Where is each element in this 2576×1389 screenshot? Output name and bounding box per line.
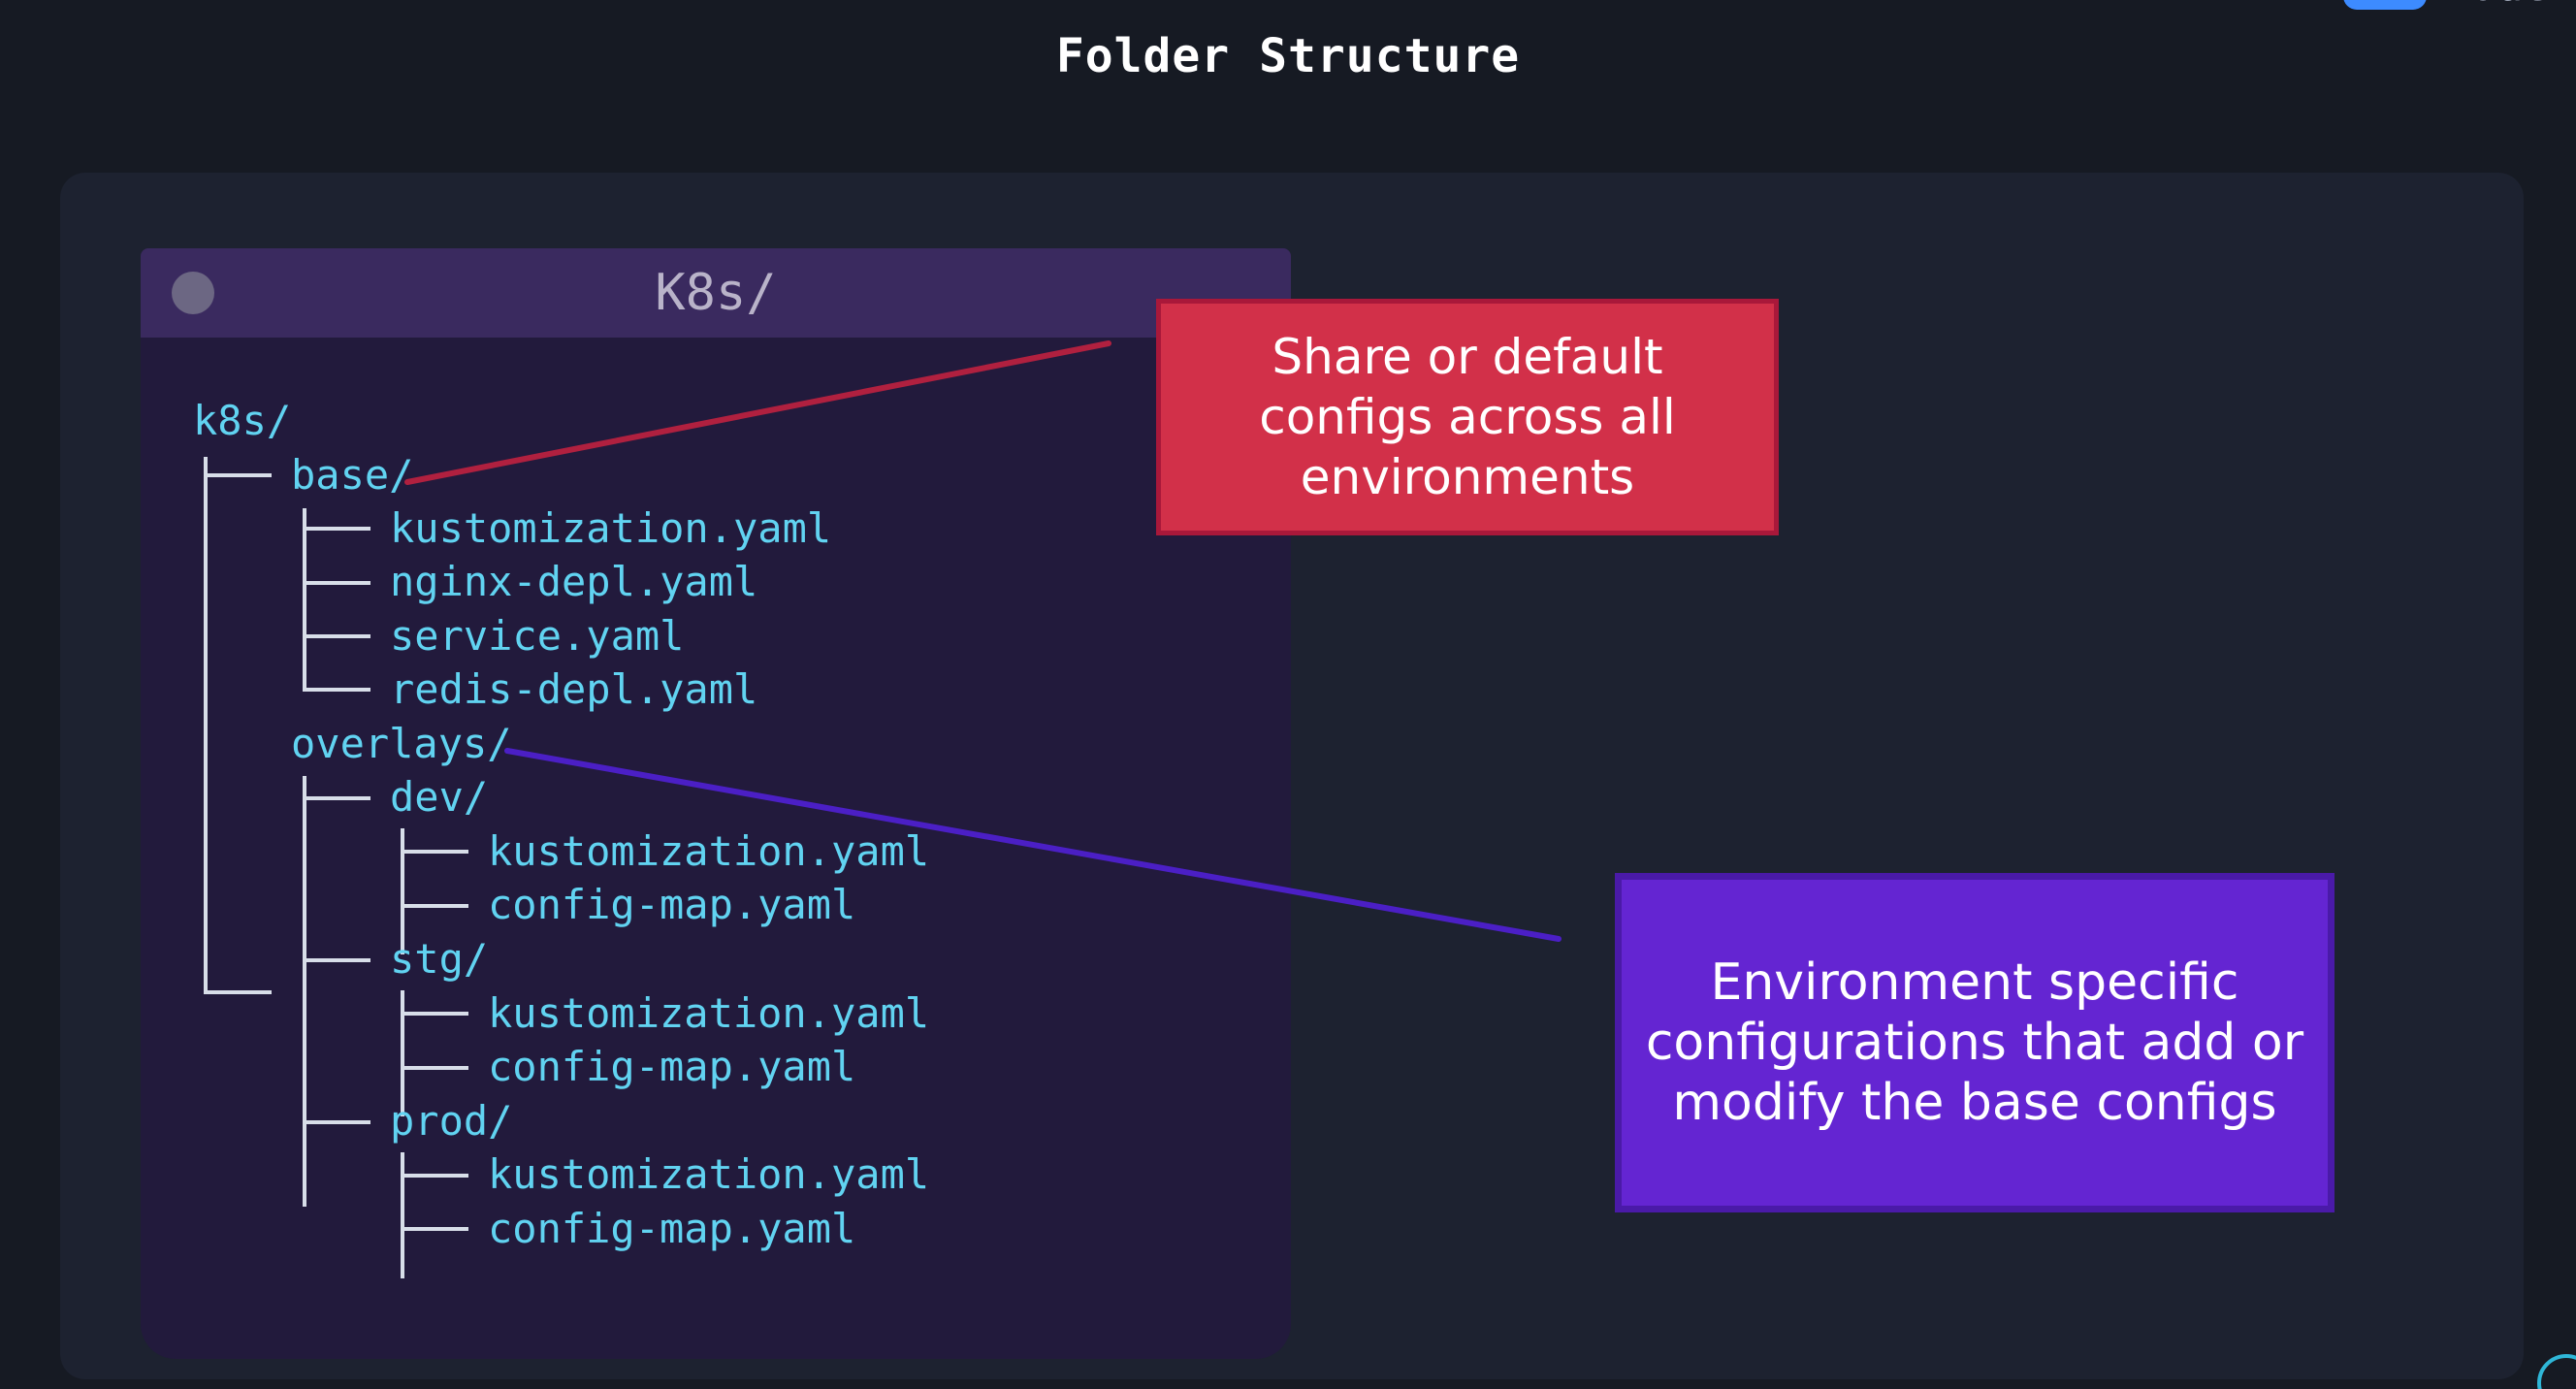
tree-connector-dev [303, 796, 370, 800]
tree-node-stg-config-map: config-map.yaml [488, 1043, 856, 1090]
brand-name: KodeKlo [2444, 0, 2576, 10]
tree-connector-dev-kustomization [401, 850, 468, 854]
tree-branch-line-base [303, 508, 306, 688]
tree-connector-base [204, 473, 272, 477]
base-callout: Share or default configs across all envi… [1156, 299, 1779, 535]
tree-node-prod-kustomization: kustomization.yaml [488, 1150, 930, 1198]
tree-node-dev-kustomization: kustomization.yaml [488, 827, 930, 875]
tree-branch-line-stg [401, 990, 404, 1116]
terminal-title: K8s/ [655, 264, 777, 322]
tree-connector-redis [303, 688, 370, 692]
tree-connector-base-kustomization [303, 527, 370, 531]
tree-connector-overlays [204, 990, 272, 994]
terminal-title-bar: K8s/ [141, 248, 1291, 338]
tree-connector-prod [303, 1120, 370, 1124]
tree-node-k8s: k8s/ [193, 397, 292, 444]
tree-node-dev-config-map: config-map.yaml [488, 881, 856, 928]
brand-logo-icon [2343, 0, 2427, 10]
tree-connector-stg [303, 958, 370, 962]
tree-node-service: service.yaml [390, 612, 685, 660]
page-title: Folder Structure [1055, 29, 1521, 83]
tree-connector-stg-config [401, 1066, 468, 1070]
tree-connector-prod-config [401, 1227, 468, 1231]
tree-node-base-kustomization: kustomization.yaml [390, 504, 832, 552]
tree-node-redis-depl: redis-depl.yaml [390, 665, 758, 713]
tree-connector-prod-kustomization [401, 1174, 468, 1178]
overlays-callout: Environment specific configurations that… [1615, 873, 2334, 1212]
tree-node-prod-config-map: config-map.yaml [488, 1205, 856, 1252]
tree-connector-dev-config [401, 904, 468, 908]
tree-branch-line-prod [401, 1152, 404, 1278]
tree-branch-line-dev [401, 828, 404, 954]
tree-node-prod: prod/ [390, 1097, 513, 1145]
tree-branch-line-overlays [303, 776, 306, 1207]
tree-branch-line-root [204, 457, 208, 994]
tree-node-stg-kustomization: kustomization.yaml [488, 989, 930, 1037]
tree-connector-service [303, 634, 370, 638]
tree-node-overlays: overlays/ [291, 720, 512, 767]
circle-icon [172, 272, 214, 314]
terminal-window: K8s/ k8s/ base/ kustomization.yaml nginx… [141, 248, 1291, 1359]
ring-icon [2537, 1354, 2576, 1389]
tree-lines [141, 248, 1291, 1359]
tree-node-base: base/ [291, 451, 414, 499]
brand-badge: KodeKlo [2343, 0, 2576, 10]
tree-connector-nginx [303, 581, 370, 585]
tree-node-dev: dev/ [390, 773, 489, 821]
tree-connector-stg-kustomization [401, 1012, 468, 1016]
tree-node-nginx-depl: nginx-depl.yaml [390, 558, 758, 605]
tree-node-stg: stg/ [390, 935, 489, 983]
